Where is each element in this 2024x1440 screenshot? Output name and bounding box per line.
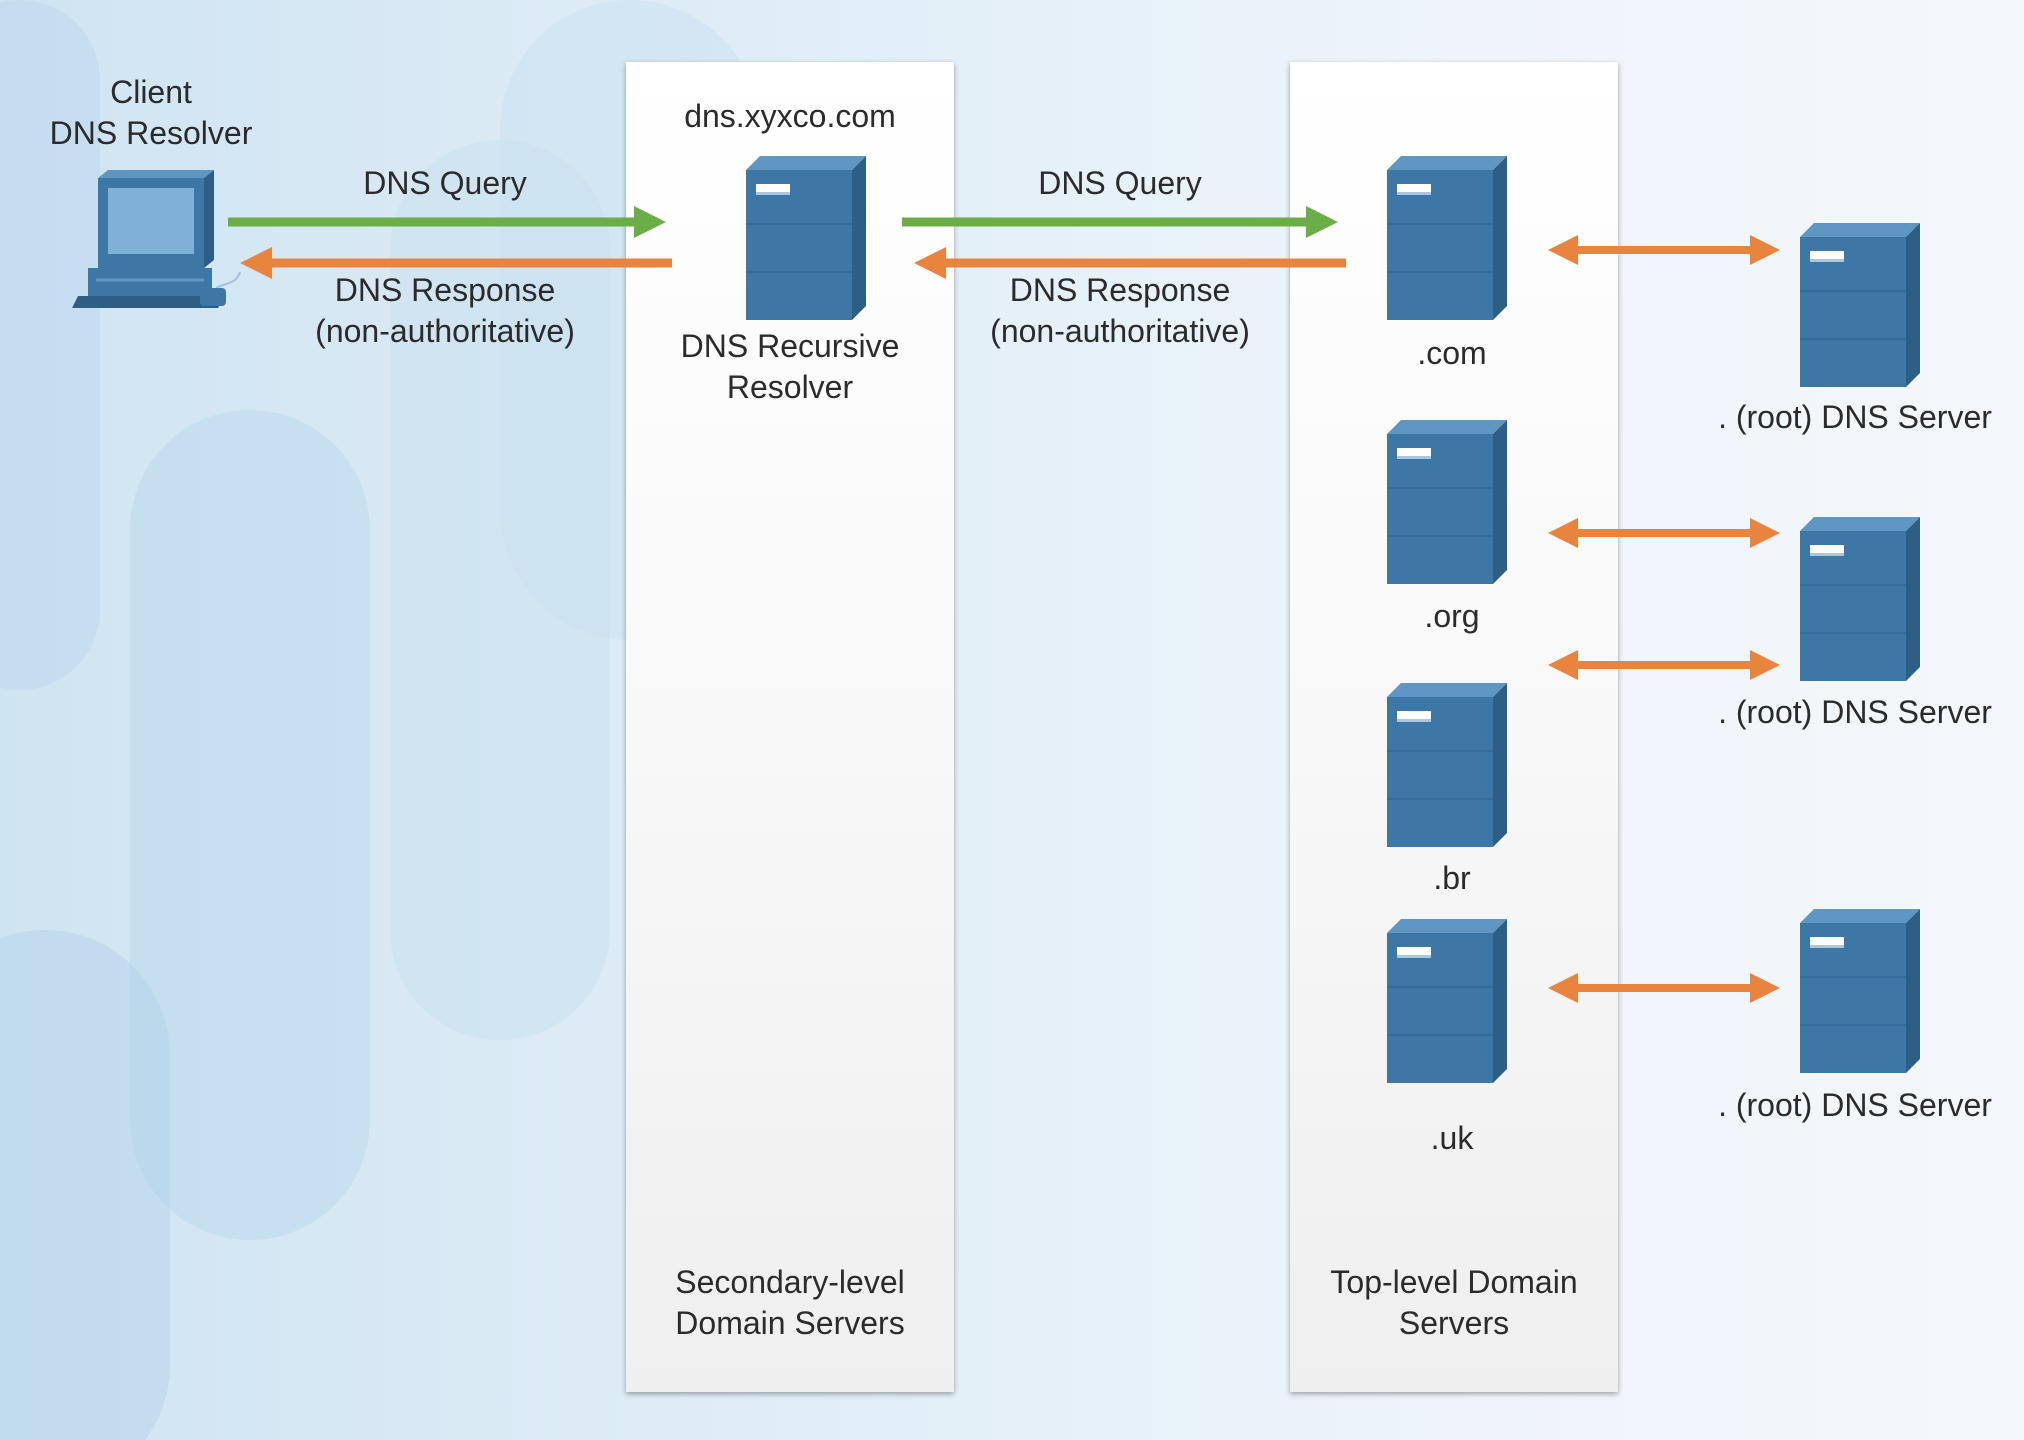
- tld-label-com: .com: [1417, 335, 1487, 371]
- top-level-footer: Top-level Domain Servers: [1330, 1264, 1578, 1341]
- tld-label-uk: .uk: [1430, 1120, 1474, 1156]
- org-server-icon: [1386, 419, 1508, 585]
- uk-server-icon: [1386, 918, 1508, 1084]
- resolver-host-name: dns.xyxco.com: [684, 98, 896, 134]
- client-label: Client DNS Resolver: [49, 74, 253, 151]
- br-root-arrow: [1548, 650, 1780, 680]
- dns-query-arrow-1: [228, 206, 666, 238]
- root-server-icon: [1799, 516, 1921, 682]
- dns-query-label-2: DNS Query: [1038, 165, 1202, 201]
- dns-response-arrow-2: [914, 247, 1346, 279]
- dns-response-arrow-1: [240, 247, 672, 279]
- tld-label-org: .org: [1424, 598, 1480, 634]
- client-computer-icon: [72, 170, 241, 308]
- root-server-label: . (root) DNS Server: [1718, 694, 1992, 730]
- tld-label-br: .br: [1433, 860, 1471, 896]
- dns-response-label-2: DNS Response (non-authoritative): [990, 272, 1250, 349]
- root-server-icon: [1799, 908, 1921, 1074]
- root-server-label: . (root) DNS Server: [1718, 1087, 1992, 1123]
- dns-query-label-1: DNS Query: [363, 165, 527, 201]
- dns-query-arrow-2: [902, 206, 1338, 238]
- dns-response-label-1: DNS Response (non-authoritative): [315, 272, 575, 349]
- root-server-label: . (root) DNS Server: [1718, 399, 1992, 435]
- com-server-icon: [1386, 155, 1508, 321]
- root-server-icon: [1799, 222, 1921, 388]
- secondary-level-footer: Secondary-level Domain Servers: [675, 1264, 905, 1341]
- com-root-arrow: [1548, 235, 1780, 265]
- recursive-resolver-server-icon: [745, 155, 867, 321]
- org-root-arrow: [1548, 518, 1780, 548]
- uk-root-arrow: [1548, 973, 1780, 1003]
- br-server-icon: [1386, 682, 1508, 848]
- recursive-resolver-label: DNS Recursive Resolver: [680, 328, 900, 405]
